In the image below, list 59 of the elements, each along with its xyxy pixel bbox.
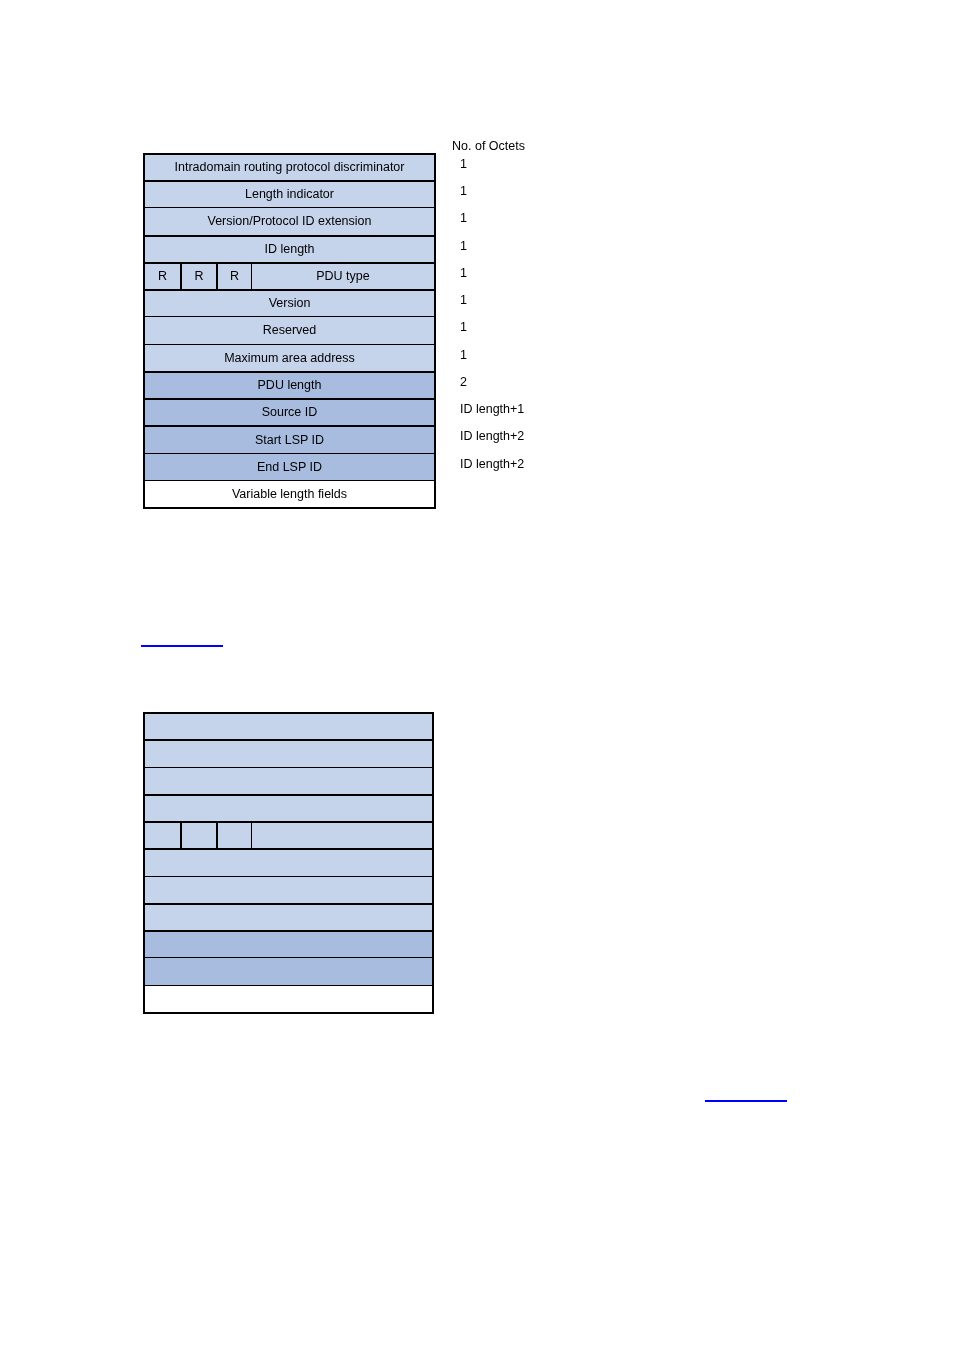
packet-field <box>180 262 216 289</box>
packet-field <box>143 821 180 848</box>
field-name: End LSP ID <box>256 459 323 475</box>
packet-field <box>143 425 436 453</box>
octet-count: 2 <box>460 375 467 390</box>
packet-field <box>143 794 434 821</box>
packet-field <box>143 480 436 509</box>
octet-count: 1 <box>460 211 467 226</box>
packet-field <box>143 985 434 1014</box>
packet-field <box>143 930 434 957</box>
packet-field <box>143 371 436 398</box>
field-name: Length indicator <box>245 187 334 202</box>
packet-field <box>143 180 436 207</box>
packet-field <box>251 821 434 848</box>
field-name: Source ID <box>261 405 318 420</box>
octet-count: 1 <box>460 293 467 308</box>
packet-field <box>216 262 251 289</box>
field-name: Reserved <box>262 323 317 338</box>
field-name: Intradomain routing protocol discriminator <box>174 160 405 175</box>
packet-field <box>216 821 251 848</box>
packet-field <box>251 262 436 289</box>
packet-field <box>143 739 434 767</box>
octet-count: ID length+1 <box>460 402 525 417</box>
packet-field <box>143 712 434 739</box>
field-name: Variable length fields <box>231 486 348 502</box>
packet-field <box>143 876 434 903</box>
field-name: R <box>230 269 239 284</box>
octet-count: 1 <box>460 320 467 335</box>
packet-field <box>143 957 434 985</box>
packet-field <box>143 316 436 344</box>
field-name: ID length <box>264 242 315 257</box>
column-heading: No. of Octets <box>452 139 525 154</box>
field-name: Maximum area address <box>224 350 355 366</box>
packet-field <box>143 398 436 425</box>
packet-field <box>143 207 436 235</box>
octet-count: ID length+2 <box>460 457 525 472</box>
field-name: Start LSP ID <box>254 432 325 448</box>
field-name: PDU length <box>257 378 322 393</box>
octet-count: 1 <box>460 348 467 363</box>
field-name: Version <box>268 296 311 311</box>
octet-count: 1 <box>460 239 467 254</box>
octet-count: ID length+2 <box>460 429 525 444</box>
packet-field <box>143 453 436 480</box>
packet-field <box>143 235 436 262</box>
packet-field <box>143 153 436 180</box>
field-name: Version/Protocol ID extension <box>207 214 372 229</box>
packet-field <box>143 344 436 371</box>
packet-field <box>143 767 434 794</box>
packet-field <box>143 289 436 316</box>
packet-field <box>180 821 216 848</box>
packet-field <box>143 903 434 930</box>
octet-count: 1 <box>460 184 467 199</box>
packet-field <box>143 262 180 289</box>
packet-field <box>143 848 434 876</box>
octet-count: 1 <box>460 157 467 172</box>
field-name: PDU type <box>316 269 370 284</box>
octet-count: 1 <box>460 266 467 281</box>
field-name: R <box>158 269 167 284</box>
field-name: R <box>194 269 204 284</box>
